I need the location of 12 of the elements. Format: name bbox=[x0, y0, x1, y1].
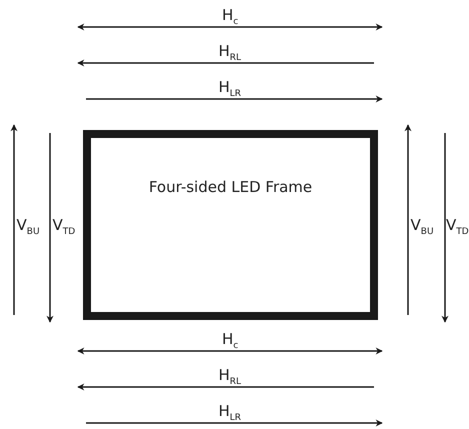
direction-label: V$_{BU}$ bbox=[16, 218, 40, 237]
direction-label: H$_{LR}$ bbox=[218, 80, 242, 99]
direction-label: V$_{TD}$ bbox=[446, 218, 469, 237]
frame-title: Four-sided LED Frame bbox=[148, 178, 314, 196]
led-frame bbox=[83, 130, 378, 320]
direction-label: H$_{LR}$ bbox=[218, 404, 242, 423]
direction-label: H$_{c}$ bbox=[222, 8, 238, 27]
direction-label: H$_{RL}$ bbox=[218, 44, 242, 63]
direction-label: V$_{TD}$ bbox=[52, 218, 76, 237]
direction-label: V$_{BU}$ bbox=[410, 218, 434, 237]
direction-label: H$_{c}$ bbox=[222, 332, 238, 351]
direction-label: H$_{RL}$ bbox=[218, 368, 242, 387]
